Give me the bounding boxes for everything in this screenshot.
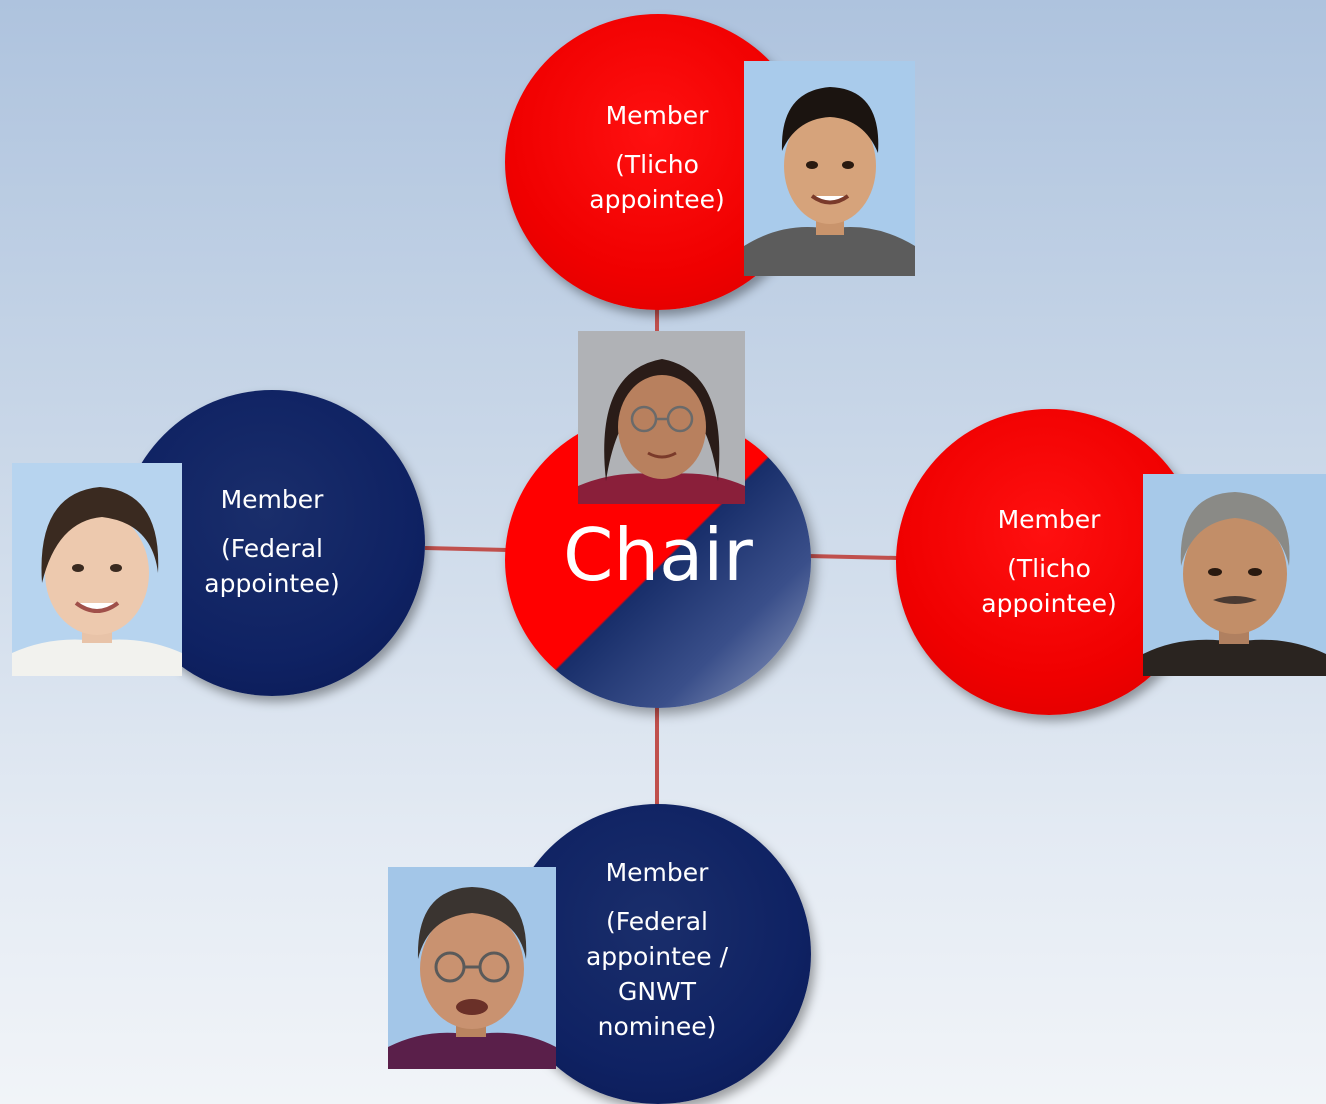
portrait-older-man xyxy=(1143,474,1326,676)
portrait-chair-woman xyxy=(578,331,745,504)
member-text-bottom: Member (Federal appointee / GNWT nominee… xyxy=(557,855,757,1044)
connector-right xyxy=(807,554,899,560)
member-role-left: Member xyxy=(220,485,324,514)
member-role-top: Member xyxy=(605,101,709,130)
member-role-bottom: Member xyxy=(605,858,709,887)
member-photo-left xyxy=(12,463,182,676)
member-photo-right xyxy=(1143,474,1326,676)
connector-left xyxy=(424,546,509,552)
member-text-top: Member (Tlicho appointee) xyxy=(557,98,757,217)
member-node-bottom xyxy=(505,804,811,1104)
member-photo-bottom xyxy=(388,867,556,1069)
member-affiliation-left: (Federal appointee) xyxy=(204,534,340,598)
member-photo-top xyxy=(744,61,915,276)
member-text-left: Member (Federal appointee) xyxy=(172,482,372,601)
member-affiliation-bottom: (Federal appointee / GNWT nominee) xyxy=(585,907,729,1041)
member-affiliation-top: (Tlicho appointee) xyxy=(589,150,725,214)
portrait-elder xyxy=(388,867,556,1069)
portrait-woman xyxy=(12,463,182,676)
member-role-right: Member xyxy=(997,505,1101,534)
member-affiliation-right: (Tlicho appointee) xyxy=(981,554,1117,618)
portrait-young-man xyxy=(744,61,915,276)
chair-label: Chair xyxy=(563,513,753,597)
member-text-right: Member (Tlicho appointee) xyxy=(949,502,1149,621)
chair-photo xyxy=(578,331,745,504)
